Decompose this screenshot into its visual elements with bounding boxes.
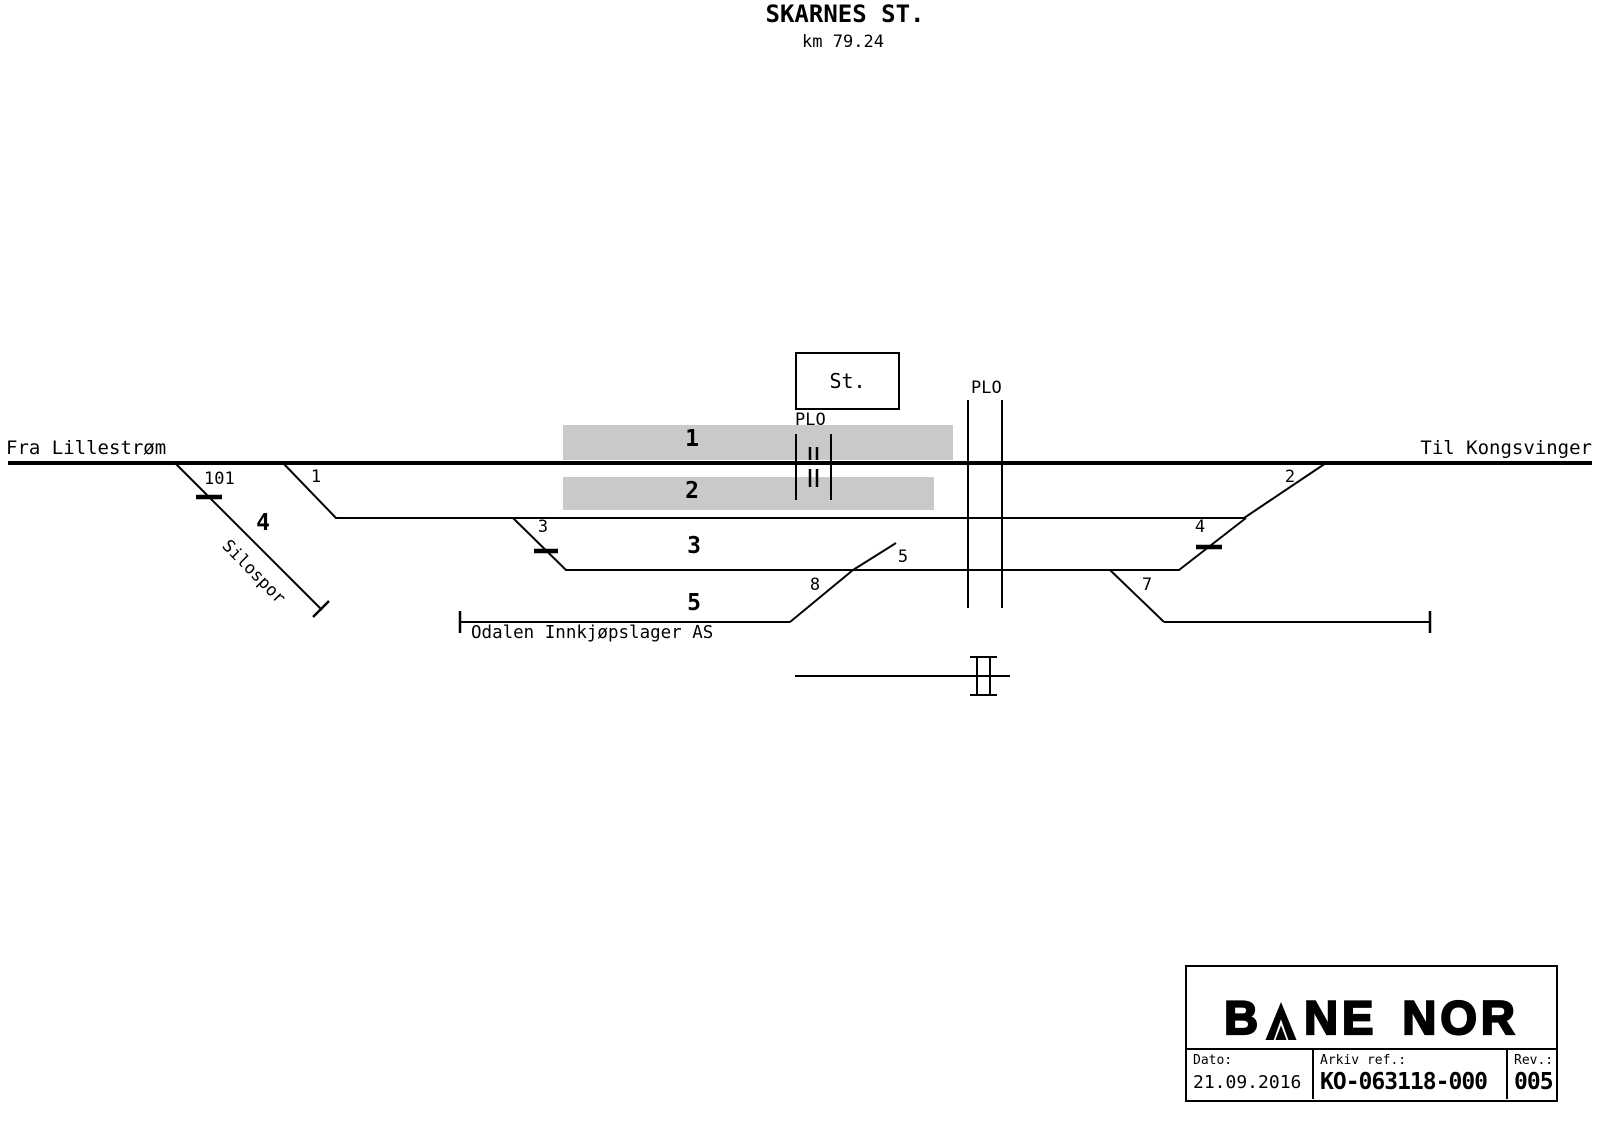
silo-track-end-stop <box>312 600 330 618</box>
arkiv-ref-cell: Arkiv ref.: KO-063118-000 <box>1312 1050 1506 1099</box>
endpoint-right-label: Til Kongsvinger <box>1420 437 1592 459</box>
switch-1-diagonal <box>282 462 337 519</box>
arkiv-ref-label: Arkiv ref.: <box>1320 1053 1407 1068</box>
switch-7-diagonal <box>1109 569 1165 623</box>
silo-track-diagonal <box>174 462 323 611</box>
plo-station-label: PLO <box>795 410 826 430</box>
page-title: SKARNES ST. <box>765 0 925 28</box>
platform-2-label: 2 <box>685 478 699 504</box>
switch-8-label: 8 <box>809 575 821 595</box>
switch-1-label: 1 <box>310 467 322 487</box>
switch-2-label: 2 <box>1284 467 1296 487</box>
switch-5-stub <box>852 542 897 571</box>
platform-1-label: 1 <box>685 426 699 452</box>
title-block: B NE NOR Dato: 21.09.2016 Arkiv ref.: KO… <box>1185 965 1558 1102</box>
platform-2 <box>563 477 934 510</box>
silo-track-number-label: 4 <box>256 510 270 536</box>
logo-text-ne-nor: NE NOR <box>1303 991 1519 1044</box>
dato-label: Dato: <box>1193 1053 1233 1068</box>
plo-crossing-label: PLO <box>971 378 1002 398</box>
km-label: km 79.24 <box>802 32 884 52</box>
dato-value: 21.09.2016 <box>1193 1071 1302 1093</box>
switch-5-label: 5 <box>897 547 909 567</box>
logo-a-icon <box>1265 1002 1297 1040</box>
dato-cell: Dato: 21.09.2016 <box>1187 1050 1312 1099</box>
company-label: Odalen Innkjøpslager AS <box>471 623 714 643</box>
switch-4-diagonal <box>1178 517 1247 571</box>
station-building-label: St. <box>829 369 866 393</box>
switch-3-diagonal <box>512 517 567 571</box>
logo-text-b: B <box>1223 991 1263 1044</box>
platform-1 <box>563 425 953 460</box>
switch-3-label: 3 <box>537 517 549 537</box>
bane-nor-logo: B NE NOR <box>1187 967 1556 1048</box>
switch-2-diagonal <box>1243 462 1327 519</box>
track-5-label: 5 <box>687 590 701 616</box>
track-3-label: 3 <box>687 533 701 559</box>
switch-8-diagonal <box>789 569 854 623</box>
signal-101-label: 101 <box>204 469 235 489</box>
switch-7-label: 7 <box>1141 575 1153 595</box>
title-block-info-row: Dato: 21.09.2016 Arkiv ref.: KO-063118-0… <box>1187 1048 1556 1099</box>
rev-cell: Rev.: 005 <box>1506 1050 1556 1099</box>
rev-value: 005 <box>1514 1068 1554 1095</box>
rev-label: Rev.: <box>1514 1053 1554 1068</box>
endpoint-left-label: Fra Lillestrøm <box>6 437 167 459</box>
arkiv-ref-value: KO-063118-000 <box>1320 1068 1488 1095</box>
switch-4-label: 4 <box>1194 517 1206 537</box>
station-building-box: St. <box>795 352 900 410</box>
